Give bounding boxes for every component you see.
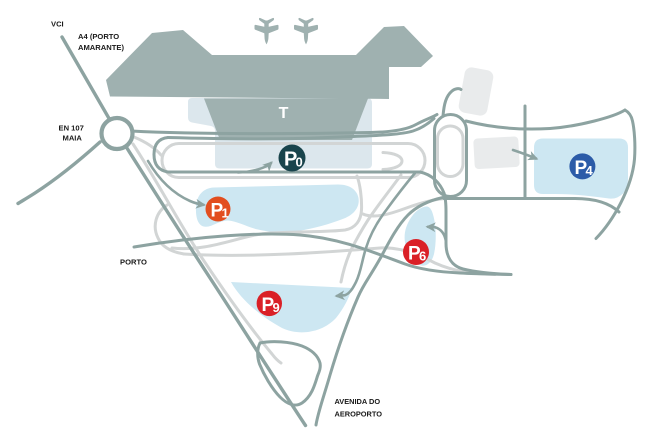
- svg-text:T: T: [279, 105, 289, 122]
- svg-text:P: P: [262, 295, 275, 316]
- svg-text:VCI: VCI: [51, 20, 64, 29]
- svg-text:AMARANTE): AMARANTE): [78, 43, 124, 52]
- svg-text:P: P: [408, 244, 421, 265]
- svg-text:P: P: [284, 149, 297, 171]
- svg-text:9: 9: [273, 300, 280, 315]
- svg-text:0: 0: [296, 155, 303, 170]
- svg-text:1: 1: [222, 206, 229, 221]
- svg-text:AEROPORTO: AEROPORTO: [335, 410, 383, 419]
- svg-text:4: 4: [586, 163, 594, 178]
- svg-text:PORTO: PORTO: [120, 258, 147, 267]
- svg-text:6: 6: [419, 249, 426, 264]
- svg-text:EN 107: EN 107: [59, 124, 84, 133]
- svg-text:P: P: [575, 158, 588, 179]
- svg-text:A4 (PORTO: A4 (PORTO: [78, 32, 119, 41]
- svg-text:P: P: [211, 201, 224, 222]
- svg-text:MAIA: MAIA: [63, 134, 83, 143]
- svg-text:AVENIDA DO: AVENIDA DO: [335, 397, 381, 406]
